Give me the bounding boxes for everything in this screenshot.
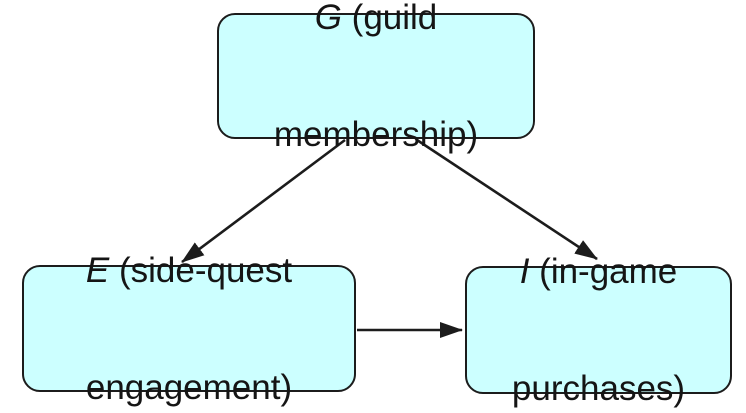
node-e-line2: engagement) xyxy=(85,367,293,407)
node-side-quest-engagement-label: E (side-quest engagement) xyxy=(86,173,292,413)
node-g-line1: G (guild xyxy=(274,0,478,37)
node-i-line1-rest: (in-game xyxy=(529,252,678,291)
variable-e: E xyxy=(85,250,110,290)
variable-g: G xyxy=(314,0,342,37)
node-in-game-purchases-label: I (in-game purchases) xyxy=(512,174,685,413)
node-g-line1-rest: (guild xyxy=(341,0,438,37)
node-i-line2: purchases) xyxy=(511,369,686,408)
node-guild-membership-label: G (guild membership) xyxy=(274,0,478,232)
edge-g-to-e xyxy=(181,138,346,264)
variable-i: I xyxy=(519,252,530,291)
node-e-line1: E (side-quest xyxy=(86,251,292,290)
edge-g-to-i xyxy=(416,138,598,261)
node-guild-membership: G (guild membership) xyxy=(217,0,535,154)
node-i-line1: I (in-game xyxy=(512,252,685,291)
node-in-game-purchases: I (in-game purchases) xyxy=(465,252,732,408)
node-side-quest-engagement: E (side-quest engagement) xyxy=(22,251,356,407)
node-e-line1-rest: (side-quest xyxy=(109,250,293,290)
node-g-line2: membership) xyxy=(273,115,479,154)
